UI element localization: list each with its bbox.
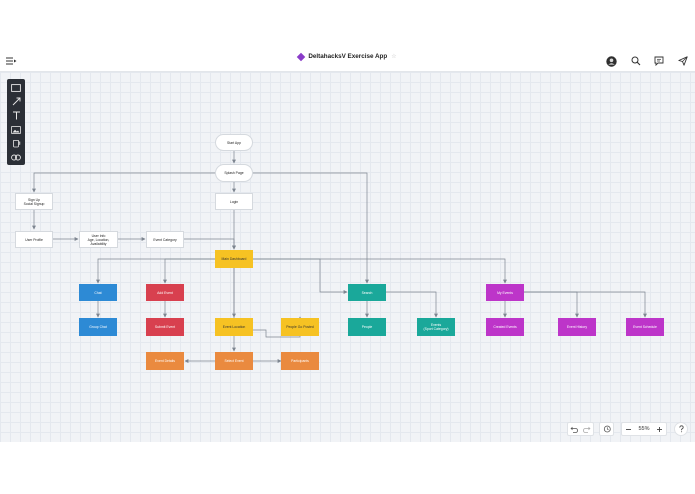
history-icon[interactable]: [600, 423, 613, 435]
menu-icon[interactable]: [5, 56, 17, 66]
help-group: [674, 422, 688, 436]
text-tool-icon[interactable]: [9, 109, 23, 122]
node-add-event[interactable]: Add Event: [146, 284, 184, 301]
node-people-go-posted[interactable]: People Go Posted: [281, 318, 319, 336]
document-title-bar: DeltahacksV Exercise App ☆: [0, 52, 695, 61]
node-group-chat[interactable]: Group Chat: [79, 318, 117, 336]
image-tool-icon[interactable]: [9, 123, 23, 136]
node-search[interactable]: Search: [348, 284, 386, 301]
node-user-info[interactable]: User Info Age, Location, Availability: [79, 231, 118, 248]
app-logo-icon: [297, 52, 306, 61]
undo-redo-group: [567, 422, 594, 436]
node-event-category[interactable]: Event Category: [146, 231, 184, 248]
node-login[interactable]: Login: [215, 193, 253, 210]
search-icon[interactable]: [630, 55, 642, 67]
drawing-toolbar: [7, 79, 25, 165]
node-my-events[interactable]: My Events: [486, 284, 524, 301]
node-splash-page[interactable]: Splash Page: [215, 164, 253, 182]
node-chat[interactable]: Chat: [79, 284, 117, 301]
zoom-level[interactable]: 55%: [638, 426, 650, 432]
node-events-sport-category[interactable]: Events (Sport Category): [417, 318, 455, 336]
comment-icon[interactable]: [653, 55, 665, 67]
node-sign-up[interactable]: Sign Up Social Signup: [15, 193, 53, 210]
node-select-event[interactable]: Select Event: [215, 352, 253, 370]
avatar-icon[interactable]: [605, 55, 617, 67]
zoom-in-icon[interactable]: [653, 423, 666, 435]
node-event-location[interactable]: Event Location: [215, 318, 253, 336]
node-start-app[interactable]: Start App: [215, 134, 253, 151]
node-created-events[interactable]: Created Events: [486, 318, 524, 336]
help-icon[interactable]: [675, 423, 687, 435]
top-bar: [0, 50, 695, 72]
node-submit-event[interactable]: Submit Event: [146, 318, 184, 336]
cup-tool-icon[interactable]: [9, 137, 23, 150]
redo-icon[interactable]: [581, 423, 594, 435]
rectangle-tool-icon[interactable]: [9, 81, 23, 94]
node-event-schedule[interactable]: Event Schedule: [626, 318, 664, 336]
zoom-controls: 55%: [621, 422, 667, 436]
node-event-history[interactable]: Event History: [558, 318, 596, 336]
history-group: [599, 422, 614, 436]
zoom-out-icon[interactable]: [622, 423, 635, 435]
link-tool-icon[interactable]: [9, 151, 23, 164]
send-icon[interactable]: [677, 55, 689, 67]
node-people[interactable]: People: [348, 318, 386, 336]
document-title[interactable]: DeltahacksV Exercise App: [308, 53, 388, 60]
undo-icon[interactable]: [568, 423, 581, 435]
arrow-tool-icon[interactable]: [9, 95, 23, 108]
diagram-canvas[interactable]: [0, 72, 695, 442]
node-participants[interactable]: Participants: [281, 352, 319, 370]
node-main-dashboard[interactable]: Main Dashboard: [215, 250, 253, 268]
node-user-profile[interactable]: User Profile: [15, 231, 53, 248]
star-icon[interactable]: ☆: [391, 54, 397, 60]
node-event-details[interactable]: Event Details: [146, 352, 184, 370]
